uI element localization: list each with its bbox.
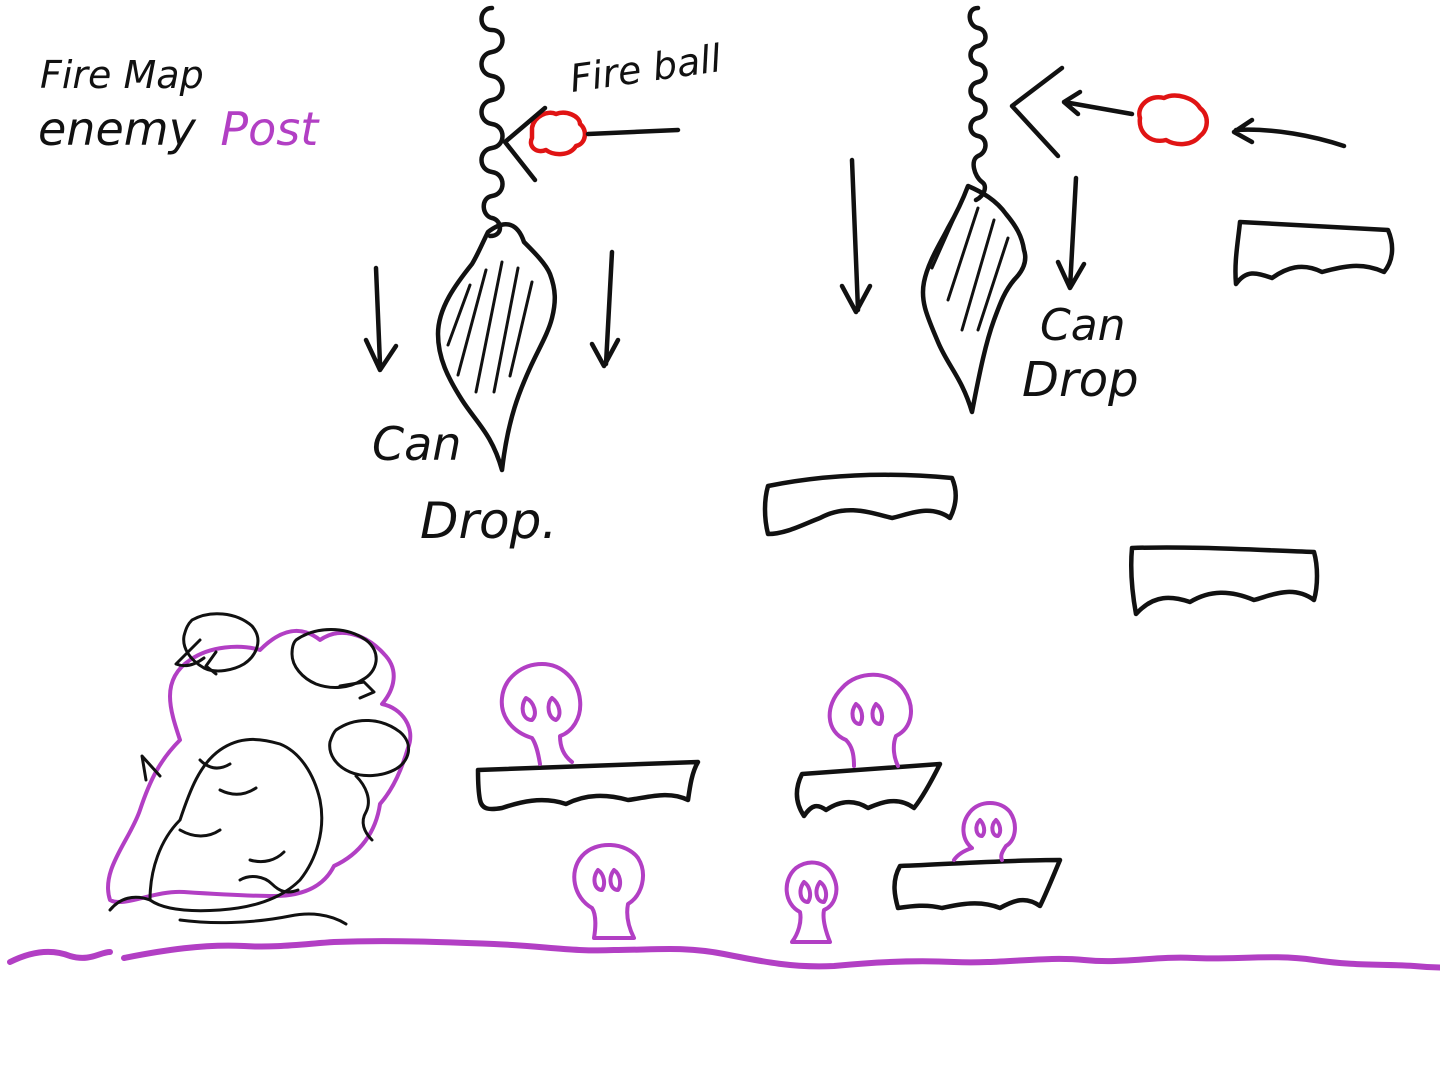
stalactite-icon	[435, 222, 557, 473]
stalactite-stripes	[446, 260, 534, 394]
title-line-2: enemy Post	[38, 102, 320, 156]
stalactite-stripes	[930, 203, 1010, 332]
fireball-arrow	[1061, 89, 1135, 117]
fire-ball-label: Fire ball	[567, 36, 724, 101]
spring-chain-icon	[479, 5, 505, 239]
skull-enemy-icon	[827, 672, 913, 768]
right-stalactite-trap: Can Drop	[839, 5, 1347, 415]
skull-enemy-icon	[499, 662, 583, 766]
fireball-icon	[1137, 93, 1209, 147]
down-arrow-icon	[589, 249, 621, 369]
left-stalactite-trap: Fire ball Can Drop.	[363, 5, 724, 550]
skull-enemy-icon	[572, 842, 645, 940]
spring-chain-icon	[967, 5, 988, 203]
down-arrow-icon	[1055, 175, 1087, 291]
floating-platform-icon	[794, 761, 943, 819]
can-label-left: Can	[372, 417, 461, 471]
ground-line-icon	[7, 938, 1440, 971]
skull-enemy-icon	[784, 860, 839, 944]
drop-label-right: Drop	[1022, 352, 1139, 408]
fireball-icon	[528, 110, 588, 157]
down-arrow-icon	[363, 265, 399, 373]
can-label-right: Can	[1040, 300, 1126, 351]
floating-platform-icon	[1233, 219, 1395, 287]
drop-label-left: Drop.	[420, 492, 557, 550]
cerberus-boss-icon	[106, 612, 413, 926]
title-line-1: Fire Map	[40, 53, 204, 97]
floating-platform-icon	[1128, 545, 1320, 617]
impact-chevron	[502, 105, 548, 183]
skull-enemy-icon	[952, 801, 1017, 862]
floating-platform-icon	[762, 472, 958, 537]
fireball-trail	[585, 127, 681, 137]
impact-chevron	[1009, 65, 1065, 159]
title-post-word: Post	[220, 102, 320, 156]
title-enemy-word: enemy	[38, 102, 197, 156]
down-arrow-icon	[839, 157, 873, 315]
stalactite-icon	[920, 183, 1028, 415]
floating-platform-icon	[892, 857, 1063, 911]
fireball-arrow	[1231, 117, 1347, 149]
floating-platform-icon	[475, 759, 701, 812]
